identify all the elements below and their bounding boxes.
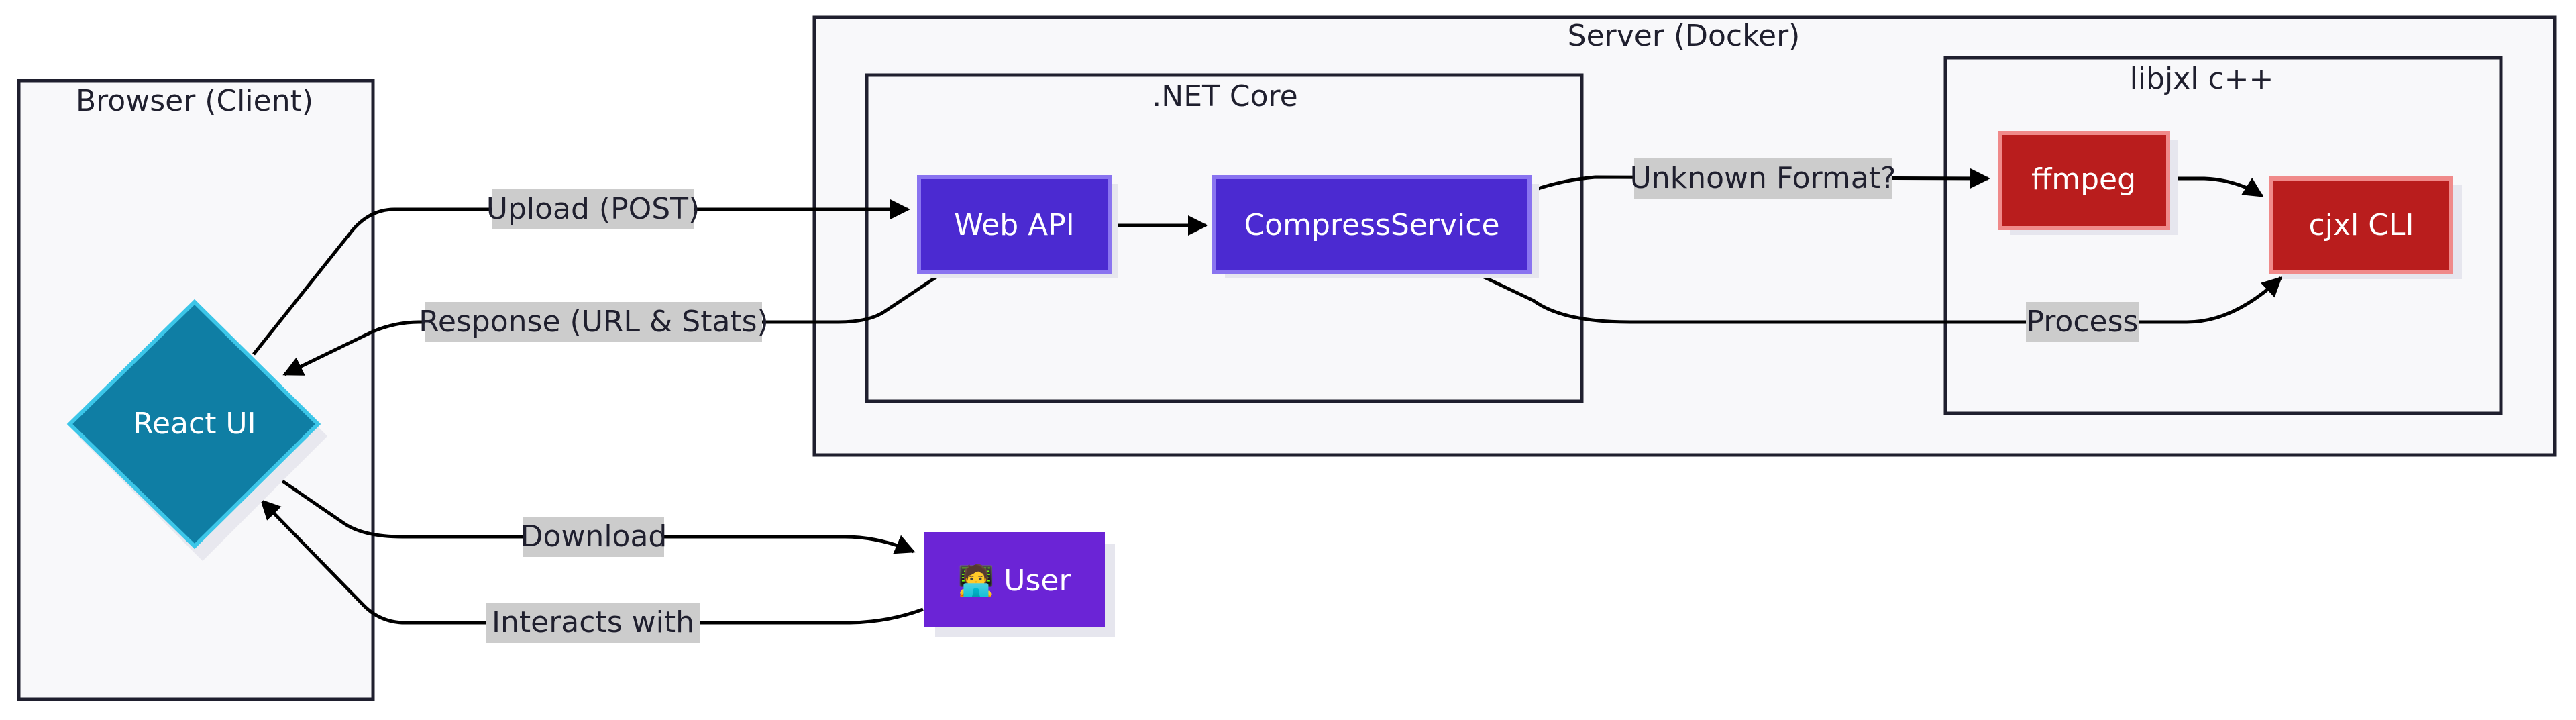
edge-label-interacts: Interacts with — [486, 603, 700, 643]
ffmpeg-label: ffmpeg — [2031, 162, 2136, 197]
server-docker-title: Server (Docker) — [1568, 19, 1801, 53]
edge-label-interacts-text: Interacts with — [492, 605, 694, 639]
react-ui-node[interactable]: React UI — [66, 299, 327, 561]
web-api-label: Web API — [954, 208, 1075, 242]
edge-label-download: Download — [521, 517, 667, 557]
edge-upload — [252, 199, 910, 356]
web-api-node[interactable]: Web API — [917, 175, 1118, 278]
edge-label-upload-text: Upload (POST) — [486, 192, 700, 226]
edge-label-upload: Upload (POST) — [486, 189, 700, 229]
user-node[interactable]: 🧑‍💻 User — [924, 532, 1115, 637]
edge-label-response: Response (URL & Stats) — [419, 302, 769, 342]
compress-service-label: CompressService — [1244, 208, 1499, 242]
cjxl-cli-label: cjxl CLI — [2309, 208, 2414, 242]
compress-service-node[interactable]: CompressService — [1212, 175, 1539, 278]
edge-process — [1479, 273, 2283, 324]
edge-label-unknown-format-text: Unknown Format? — [1630, 161, 1896, 195]
edge-label-response-text: Response (URL & Stats) — [419, 305, 769, 339]
edge-ffmpeg-to-cjxl — [2168, 176, 2264, 198]
edge-unknown-format — [1532, 168, 1990, 193]
edge-label-process-text: Process — [2027, 305, 2139, 339]
dotnet-core-title: .NET Core — [1152, 79, 1297, 113]
user-label: 🧑‍💻 User — [957, 562, 1071, 598]
edge-interacts — [260, 499, 924, 625]
ffmpeg-node[interactable]: ffmpeg — [1998, 131, 2178, 235]
react-ui-label: React UI — [133, 407, 256, 441]
edge-label-unknown-format: Unknown Format? — [1630, 158, 1896, 199]
cjxl-cli-node[interactable]: cjxl CLI — [2269, 176, 2462, 279]
edge-label-download-text: Download — [521, 519, 667, 554]
browser-client-title: Browser (Client) — [76, 84, 313, 118]
edge-label-process: Process — [2026, 302, 2139, 342]
libjxl-title: libjxl c++ — [2130, 62, 2274, 96]
